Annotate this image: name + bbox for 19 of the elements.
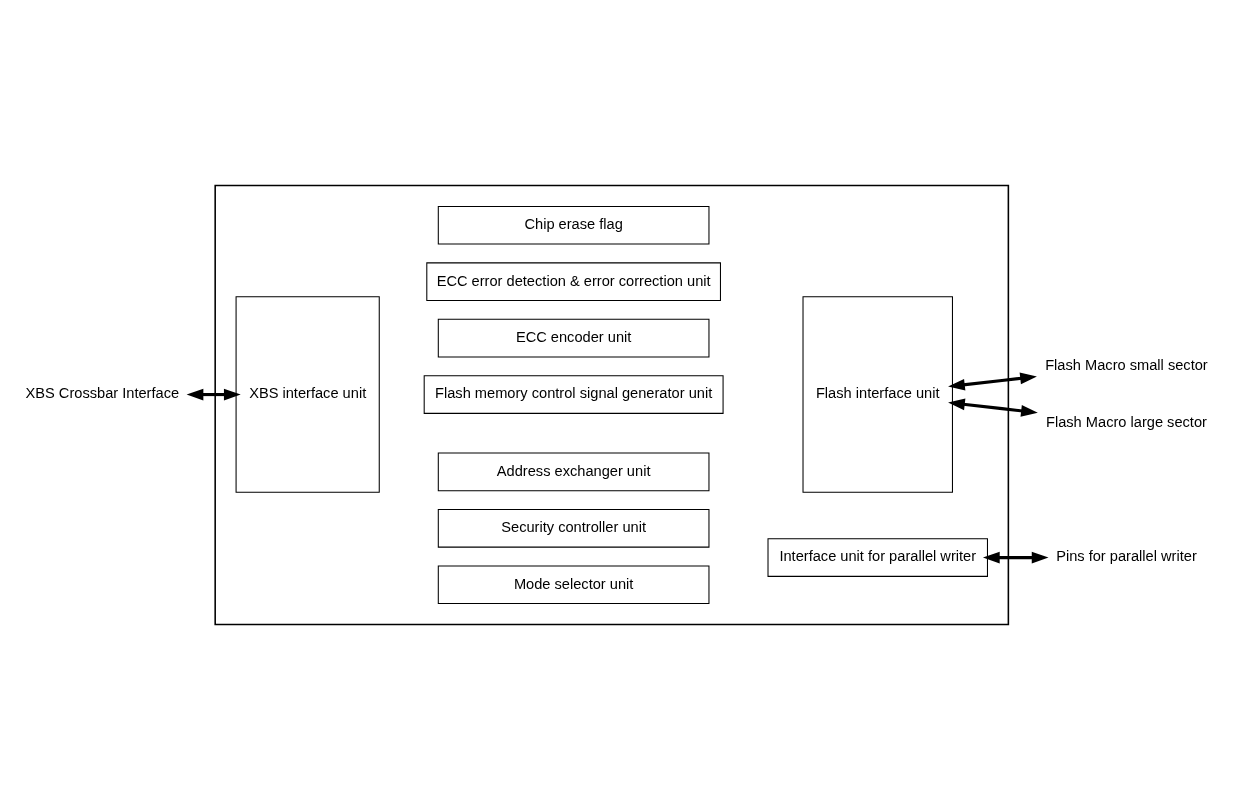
node-box: Mode selector unit [437, 564, 710, 604]
node-box: Interface unit for parallel writer [767, 537, 988, 577]
cluster [214, 184, 1010, 625]
node-box: Security controller unit [437, 508, 710, 548]
node-text: Flash Macro small sector [1045, 356, 1208, 373]
node-box: XBS interface unit [235, 295, 380, 493]
arrow [186, 388, 241, 400]
node-text: Pins for parallel writer [1056, 547, 1197, 564]
node-box: Flash interface unit [802, 295, 953, 493]
arrow [948, 372, 1037, 391]
node-box: ECC encoder unit [437, 318, 710, 357]
node-box: Chip erase flag [437, 205, 710, 245]
node-text: XBS Crossbar Interface [25, 384, 180, 401]
arrow [982, 551, 1049, 563]
node-text: Flash Macro large sector [1045, 413, 1207, 430]
arrow [948, 398, 1038, 417]
node-box: Flash memory control signal generator unit [423, 374, 724, 414]
node-box: ECC error detection & error correction unit [426, 261, 721, 301]
node-box: Address exchanger unit [437, 452, 710, 491]
